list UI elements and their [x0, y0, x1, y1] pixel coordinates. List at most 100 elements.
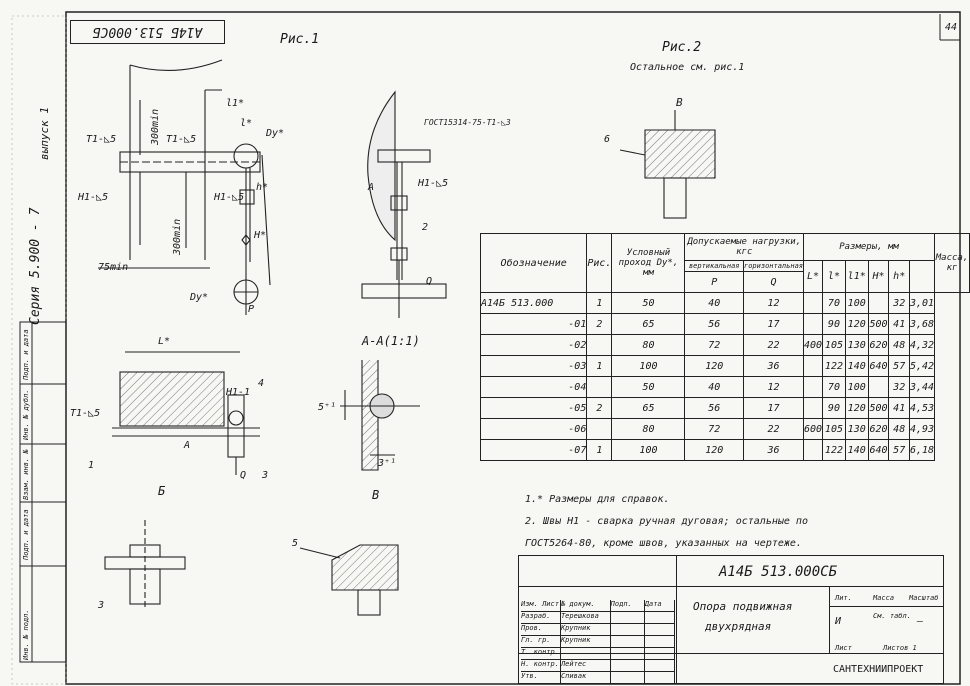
tb-cell-name: Лейтес	[561, 660, 611, 671]
cell-q: 12	[742, 292, 805, 314]
hdr-vert: вертикальная	[684, 260, 744, 272]
tb-row: Гл. гр.Крупник	[521, 636, 675, 648]
hdr-designation: Обозначение	[479, 233, 588, 293]
hdr-fig: Рис.	[586, 233, 613, 293]
tb-cell-name: Крупник	[561, 624, 611, 635]
section-b-a: А	[184, 440, 191, 451]
tb-row: Т. контр.	[521, 648, 675, 660]
hdr-loads: Допускаемые нагрузки, кгс	[684, 233, 805, 261]
section-b-q: Q	[240, 470, 247, 481]
dim-300-top: 300min	[150, 108, 161, 145]
cell-l1: 120	[844, 313, 869, 335]
cell-dy: 65	[611, 397, 686, 419]
cell-fig	[586, 376, 613, 398]
side-weld-h1: Н1-◺5	[418, 178, 449, 189]
tb-org: САНТЕХНИИПРОЕКТ	[833, 664, 924, 675]
cell-m: 4,32	[908, 334, 936, 356]
tb-cell-role: Н. контр.	[521, 660, 561, 671]
cell-l1: 140	[844, 355, 869, 377]
side-field-4: Инв. № дубл.	[22, 389, 30, 440]
series-label: Серия 5.900 - 7	[28, 207, 43, 325]
tb-cell-role: Утв.	[521, 672, 561, 683]
note-2a: 2. Швы Н1 - сварка ручная дуговая; остал…	[525, 516, 808, 527]
callout-2: 2	[422, 222, 429, 233]
callout-3: 3	[98, 600, 105, 611]
tb-row: Н. контр.Лейтес	[521, 660, 675, 672]
tb-cell-name: Терешкова	[561, 612, 611, 623]
cell-p: 120	[684, 439, 744, 461]
tb-lit-h: Лит.	[835, 594, 852, 602]
section-aa-b: В	[372, 488, 380, 502]
fig2-title: Рис.2	[662, 40, 702, 55]
tb-lit: И	[835, 616, 842, 627]
hdr-mass: Масса, кг	[934, 233, 970, 293]
cell-dy: 50	[611, 376, 686, 398]
section-aa-dim2: 3⁺¹	[378, 458, 397, 469]
cell-l1: 130	[844, 334, 869, 356]
tb-cell-sign	[611, 624, 645, 635]
cell-L	[803, 439, 824, 461]
tb-sheets: Листов 1	[883, 644, 917, 652]
weld-t1-left: Т1-◺5	[86, 134, 117, 145]
side-field-1: Инв. № подл.	[22, 609, 30, 660]
cell-h: 57	[888, 355, 910, 377]
hdr-H: H*	[867, 260, 890, 293]
cell-l: 105	[822, 334, 846, 356]
cell-H	[867, 376, 890, 398]
tb-cell-role: Пров.	[521, 624, 561, 635]
cell-l1: 100	[844, 292, 869, 314]
section-b-L: L*	[158, 336, 171, 347]
dim-75: 75min	[98, 262, 129, 273]
cell-fig: 2	[586, 397, 613, 419]
cell-h: 48	[888, 334, 910, 356]
notes: 1.* Размеры для справок. 2. Швы Н1 - сва…	[525, 489, 808, 555]
cell-h: 57	[888, 439, 910, 461]
tb-mass-h: Масса	[873, 594, 895, 602]
tb-cell-role: Т. контр.	[521, 648, 561, 659]
cell-p: 72	[684, 418, 744, 440]
cell-fig: 1	[586, 439, 613, 461]
hdr-l1: l1*	[844, 260, 869, 293]
cell-dy: 100	[611, 439, 686, 461]
hdr-horiz: горизонтальная	[742, 260, 805, 272]
tb-cell-role: Гл. гр.	[521, 636, 561, 647]
side-field-5: Подп. и дата	[22, 329, 30, 380]
tb-cell-sign	[611, 648, 645, 659]
tb-cell-name	[561, 648, 611, 659]
tb-sheet: Лист	[835, 644, 852, 652]
cell-m: 4,93	[908, 418, 936, 440]
cell-dy: 80	[611, 418, 686, 440]
callout-4: 4	[258, 378, 265, 389]
title-block: А14Б 513.000СБ Опора подвижная двухрядна…	[518, 555, 944, 684]
hdr-p: P	[684, 271, 744, 293]
tb-row: Разраб.Терешкова	[521, 612, 675, 624]
dy-top: Dy*	[266, 128, 285, 139]
callout-3-b: 3	[262, 470, 269, 481]
weld-t1-mid: Т1-◺5	[166, 134, 197, 145]
tb-cell-sign	[611, 612, 645, 623]
cell-q: 36	[742, 355, 805, 377]
dim-l1: l1*	[226, 98, 245, 109]
cell-des: -04	[479, 376, 588, 398]
spec-table: Обозначение Рис. Условный проход Dy*, мм…	[479, 233, 970, 461]
cell-p: 120	[684, 355, 744, 377]
cell-H	[867, 292, 890, 314]
cell-L	[803, 376, 824, 398]
cell-m: 3,01	[908, 292, 936, 314]
cell-q: 17	[742, 313, 805, 335]
dim-h: h*	[256, 182, 269, 193]
note-1: 1.* Размеры для справок.	[525, 494, 670, 505]
hdr-sizes: Размеры, мм	[803, 233, 936, 261]
cell-q: 22	[742, 418, 805, 440]
cell-p: 72	[684, 334, 744, 356]
tb-cell-role: Разраб.	[521, 612, 561, 623]
cell-H: 620	[867, 418, 890, 440]
gost-weld: ГОСТ15314-75-Т1-◺3	[424, 118, 511, 127]
